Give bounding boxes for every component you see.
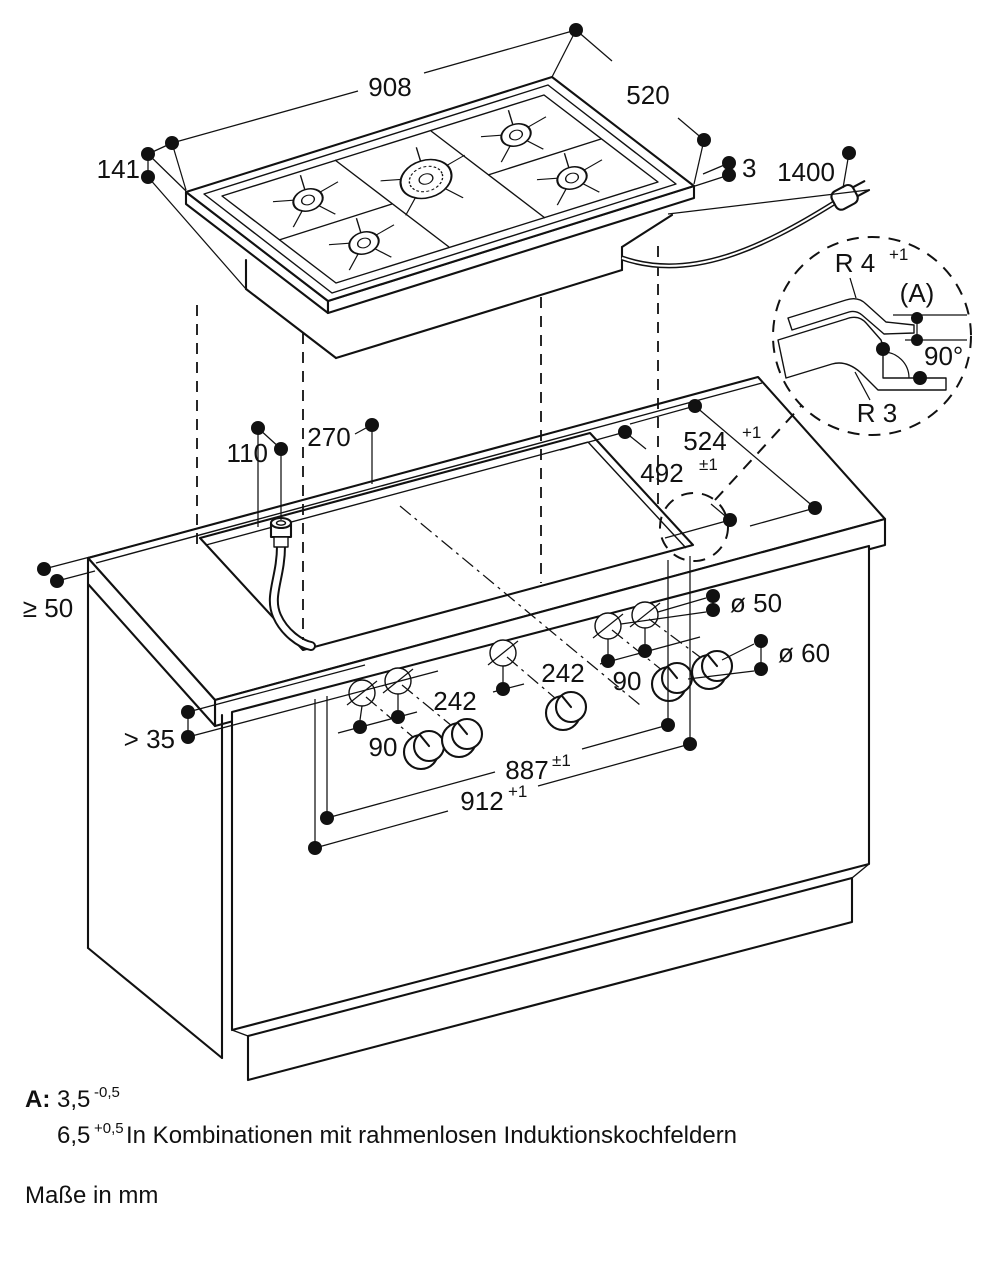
legend-block: A: 3,5 -0,5 6,5 +0,5 In Kombinationen mi… <box>25 1084 737 1209</box>
section-cooktop-edge <box>787 297 915 335</box>
dim-520-label: 520 <box>626 80 669 110</box>
dim-912: 912 +1 <box>308 556 697 855</box>
dim-1400: 1400 <box>667 146 869 215</box>
detail-circle-outline <box>772 236 972 436</box>
dim-90-left-label: 90 <box>369 732 398 762</box>
cooktop-inner-rim <box>203 84 677 294</box>
legend-a-label: A: <box>25 1086 50 1113</box>
dim-3: 3 <box>694 153 756 187</box>
control-knob <box>402 729 446 771</box>
detail-ref-label: (A) <box>900 278 935 308</box>
knob-chain-line <box>337 628 701 734</box>
dim-908-label: 908 <box>368 72 411 102</box>
control-dimensions: 90 242 242 90 ø 50 ø 60 887 ±1 <box>308 556 830 855</box>
dim-912-sup: +1 <box>508 782 527 801</box>
gas-fitting-hole <box>275 520 287 526</box>
dim-dia60: ø 60 <box>687 634 830 680</box>
dim-dia50-label: ø 50 <box>730 588 782 618</box>
detail-circle: R 4 +1 (A) 90° R 3 <box>772 236 972 436</box>
mains-cable <box>621 180 871 269</box>
dim-492-sup: ±1 <box>699 455 718 474</box>
detail-radius-top-sup: +1 <box>889 245 908 264</box>
detail-radius-bottom-label: R 3 <box>857 398 897 428</box>
dim-270-label: 270 <box>307 422 350 452</box>
dim-90-right-label: 90 <box>613 666 642 696</box>
dim-270: 270 <box>307 418 379 484</box>
worktop-left-edge-face <box>86 556 217 728</box>
dim-110: 110 <box>227 421 288 527</box>
dim-524-sup: +1 <box>742 423 761 442</box>
burners <box>272 110 603 271</box>
burner-left-front <box>328 218 395 271</box>
cooktop-drawing <box>184 75 871 640</box>
radius-top-leader <box>849 277 857 299</box>
worktop-cutout <box>198 431 695 652</box>
dim-242-right-label: 242 <box>541 658 584 688</box>
dim-min35-label: > 35 <box>124 724 175 754</box>
dim-520: 520 <box>575 29 711 185</box>
dim-887: 887 ±1 <box>320 560 675 825</box>
dim-524: 524 +1 <box>629 399 822 527</box>
cooktop-dimensions: 908 520 141 3 <box>97 23 869 290</box>
dim-dia50: ø 50 <box>620 588 782 625</box>
angle-arc <box>882 351 910 379</box>
cabinet-plinth <box>246 876 854 1082</box>
worktop-dimensions: 110 270 524 +1 492 ±1 <box>23 399 822 754</box>
detail-angle-label: 90° <box>924 341 963 371</box>
detail-reference-circle <box>659 492 729 562</box>
dim-492: 492 ±1 <box>559 425 737 539</box>
dim-110-label: 110 <box>227 438 268 468</box>
dim-1400-label: 1400 <box>777 157 835 187</box>
control-knob <box>440 717 484 759</box>
worktop-back-rim-line <box>95 382 763 564</box>
plinth-right-connector <box>851 863 870 879</box>
gas-hose <box>268 516 316 651</box>
dim-dia60-label: ø 60 <box>778 638 830 668</box>
dim-min50-label: ≥ 50 <box>23 593 73 623</box>
knob-projection-lines <box>365 618 709 744</box>
dim-492-label: 492 <box>640 458 683 488</box>
dim-3-label: 3 <box>742 153 756 183</box>
dim-242-left-label: 242 <box>433 686 476 716</box>
detail-connector-line <box>714 405 802 501</box>
cabinet-drawing <box>86 375 887 1082</box>
cutout-right-wall-line <box>587 441 687 549</box>
legend-a-text: In Kombinationen mit rahmenlosen Indukti… <box>126 1122 737 1149</box>
cutout-back-wall-line <box>205 441 589 546</box>
burner-center-wok <box>380 147 466 216</box>
dim-524-label: 524 <box>683 426 726 456</box>
burner-left-back <box>272 175 339 228</box>
dim-887-sup: ±1 <box>552 751 571 770</box>
dim-912-label: 912 <box>460 786 503 816</box>
dim-min50: ≥ 50 <box>23 533 179 623</box>
legend-units-note: Maße in mm <box>25 1182 158 1209</box>
cabinet-left-panel-bottom <box>86 946 224 1060</box>
dim-141-label: 141 <box>97 154 140 184</box>
section-worktop <box>777 316 947 391</box>
dim-min35: > 35 <box>124 664 439 754</box>
dim-887-label: 887 <box>505 755 548 785</box>
legend-a-value1: 3,5 <box>57 1086 90 1113</box>
plinth-left-connector <box>231 1029 249 1037</box>
radius-bottom-leader <box>854 371 871 401</box>
burner-right-front <box>536 153 603 206</box>
detail-radius-top-label: R 4 <box>835 248 875 278</box>
burner-right-back <box>480 110 547 163</box>
control-knob <box>544 690 588 732</box>
dim-141: 141 <box>97 142 247 290</box>
legend-a-value2: 6,5 <box>57 1122 90 1149</box>
legend-a-value2-sup: +0,5 <box>94 1120 124 1137</box>
gas-fitting-collar <box>273 536 289 548</box>
cutout-centerline <box>399 505 641 706</box>
pan-support-grid <box>221 94 659 284</box>
legend-a-value1-sup: -0,5 <box>94 1084 120 1101</box>
